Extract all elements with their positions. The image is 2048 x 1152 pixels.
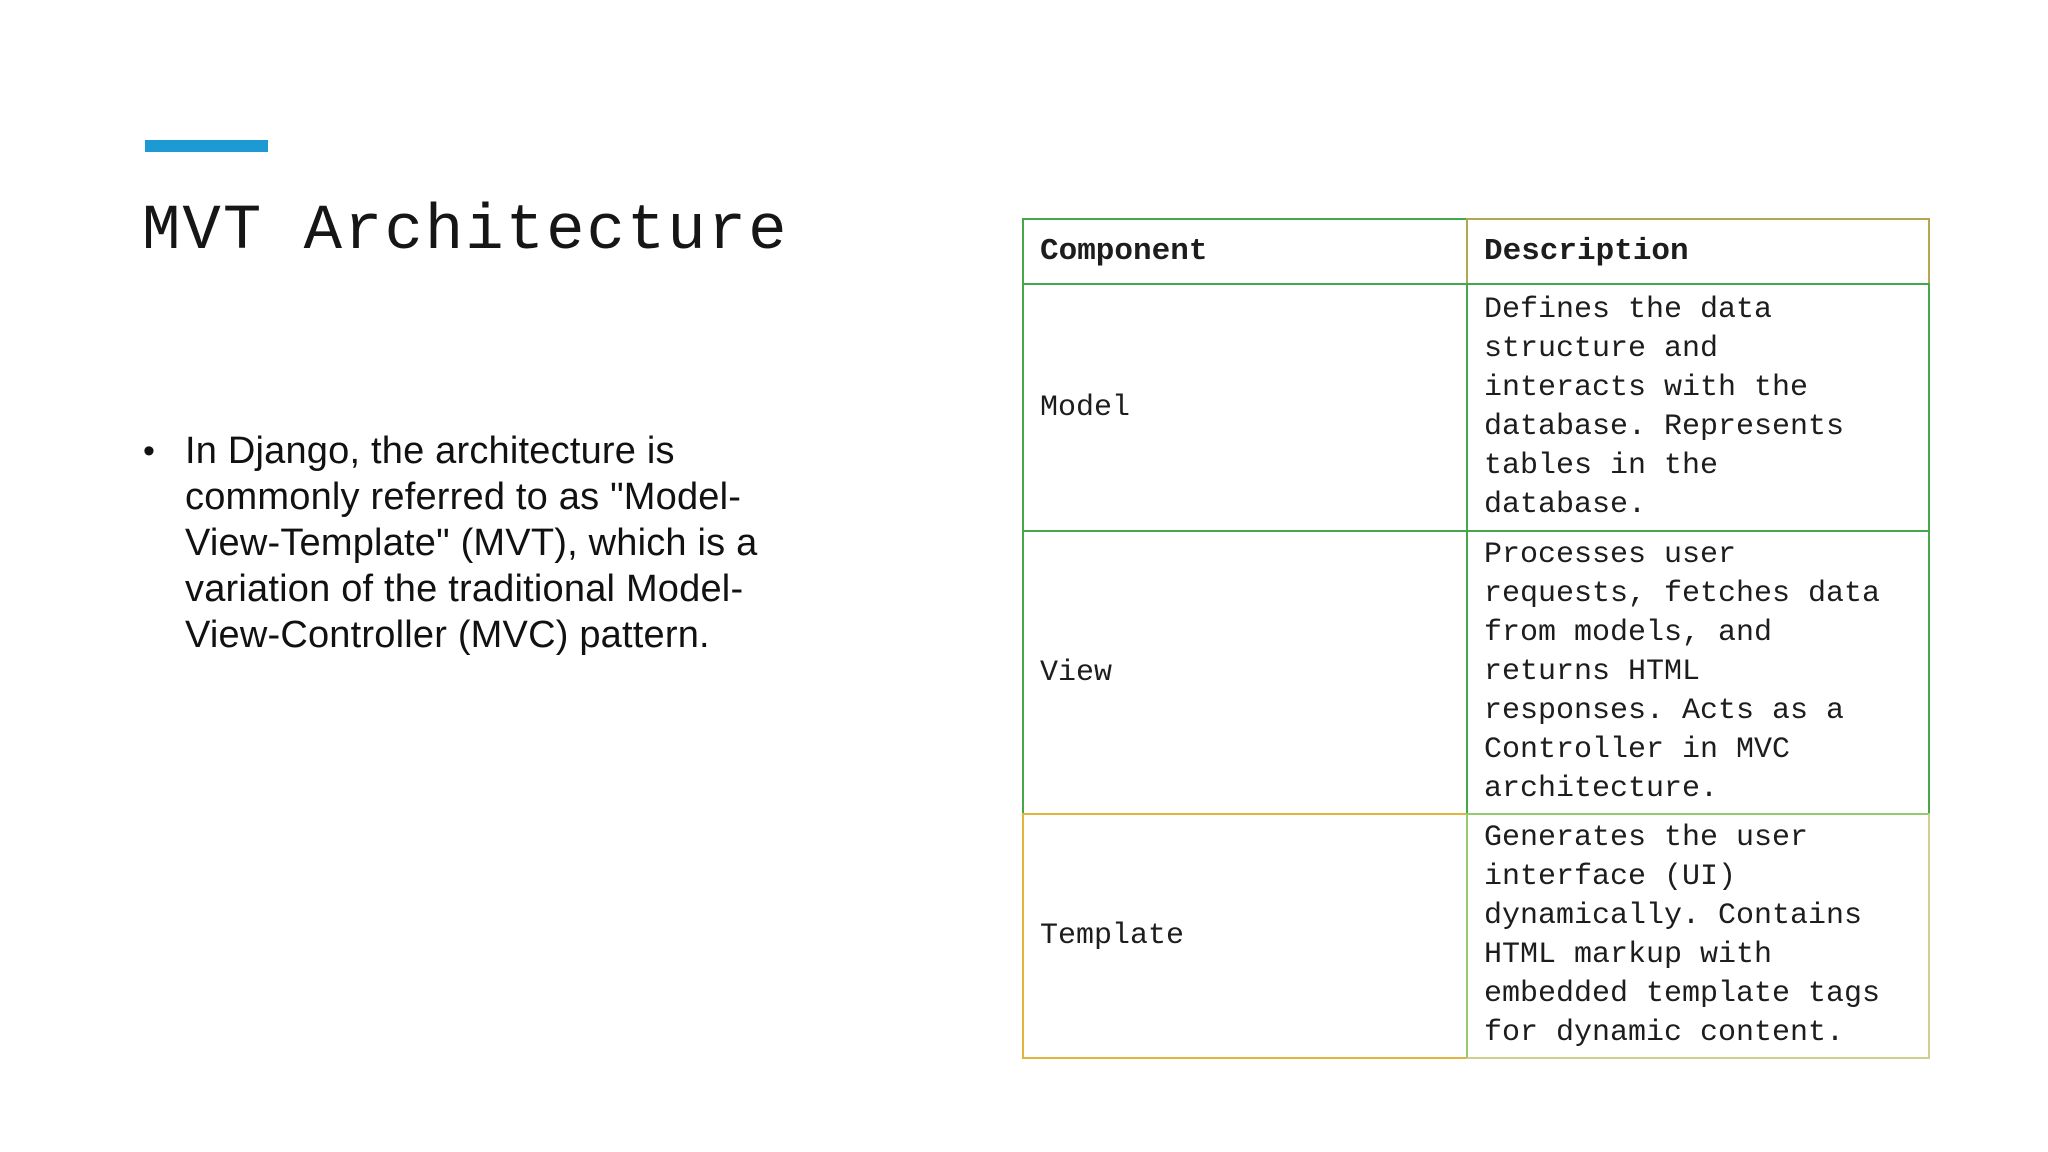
- table-header-row: Component Description: [1022, 218, 1930, 283]
- bullet-marker: •: [143, 432, 155, 470]
- description-cell: Generates the user interface (UI) dynami…: [1466, 813, 1930, 1059]
- bullet-text: In Django, the architecture is commonly …: [185, 430, 758, 656]
- component-cell: View: [1022, 530, 1466, 813]
- table-row: Model Defines the data structure and int…: [1022, 283, 1930, 530]
- table-row: View Processes user requests, fetches da…: [1022, 530, 1930, 813]
- table-header-component: Component: [1022, 218, 1466, 283]
- description-cell: Processes user requests, fetches data fr…: [1466, 530, 1930, 813]
- table-header-description: Description: [1466, 218, 1930, 283]
- component-cell: Model: [1022, 283, 1466, 530]
- accent-bar: [145, 140, 268, 152]
- page-title: MVT Architecture: [142, 196, 789, 268]
- mvt-table: Component Description Model Defines the …: [1022, 218, 1930, 1059]
- table-row: Template Generates the user interface (U…: [1022, 813, 1930, 1059]
- component-cell: Template: [1022, 813, 1466, 1059]
- bullet-list: • In Django, the architecture is commonl…: [143, 428, 757, 658]
- description-cell: Defines the data structure and interacts…: [1466, 283, 1930, 530]
- bullet-item: • In Django, the architecture is commonl…: [143, 428, 757, 658]
